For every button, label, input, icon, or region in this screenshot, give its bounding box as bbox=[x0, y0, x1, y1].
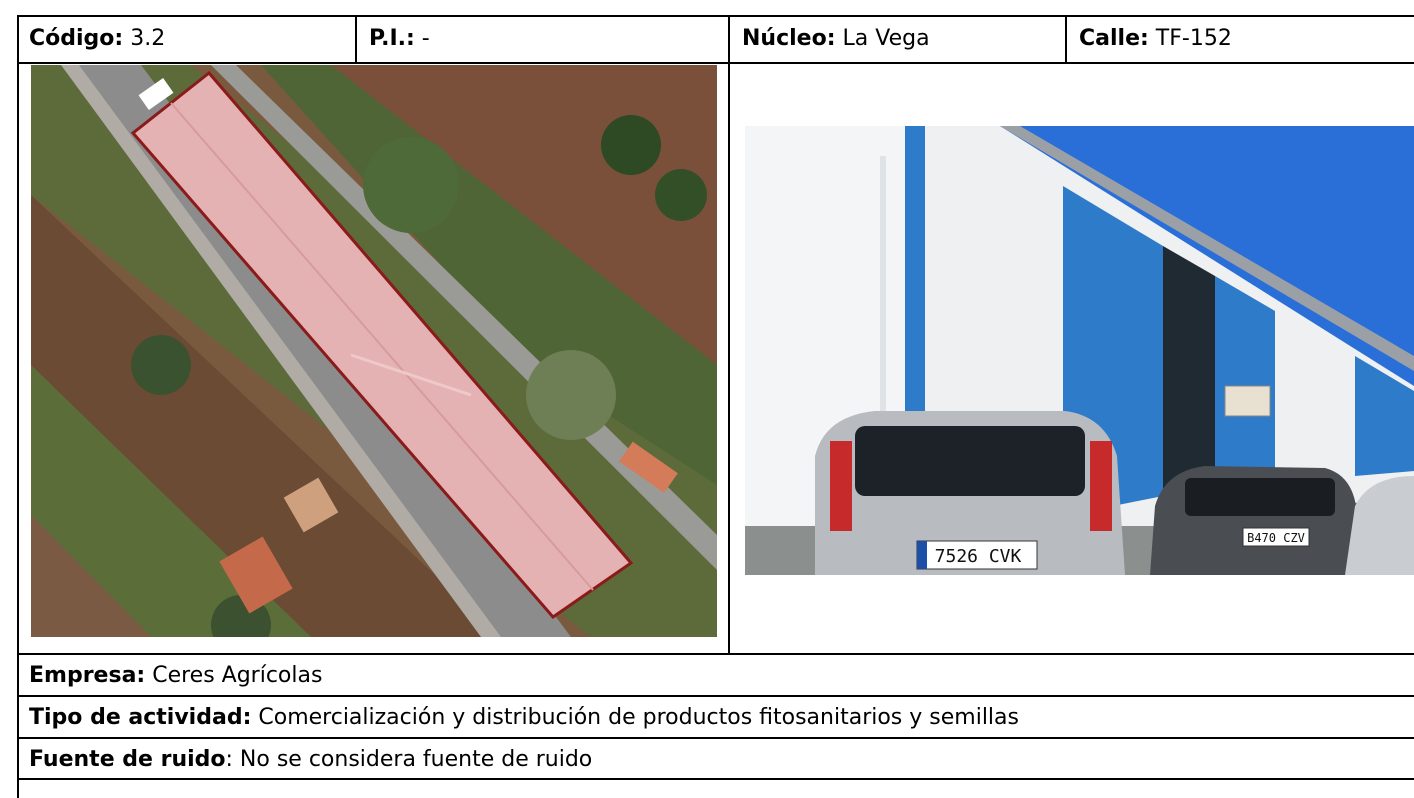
table-border-col3 bbox=[1065, 15, 1067, 62]
pi-label: P.I.: bbox=[369, 26, 415, 51]
table-border-empresa bbox=[17, 695, 1414, 697]
empresa-row: Empresa: Ceres Agrícolas bbox=[17, 661, 322, 691]
calle-label: Calle: bbox=[1079, 26, 1149, 51]
plate-front-car: 7526 CVK bbox=[935, 546, 1022, 567]
tipo-actividad-label: Tipo de actividad: bbox=[29, 705, 252, 730]
fuente-ruido-label: Fuente de ruido bbox=[29, 747, 226, 772]
nucleo-label: Núcleo: bbox=[742, 26, 836, 51]
nucleo-value: La Vega bbox=[842, 26, 930, 51]
table-border-tipo bbox=[17, 737, 1414, 739]
table-border-images bbox=[17, 653, 1414, 655]
street-photo: 7526 CVK B470 CZV bbox=[745, 126, 1414, 575]
codigo-cell: Código: 3.2 bbox=[17, 24, 165, 54]
tipo-actividad-value: Comercialización y distribución de produ… bbox=[258, 705, 1019, 730]
activity-record-table: Código: 3.2 P.I.: - Núcleo: La Vega Call… bbox=[17, 15, 1414, 798]
table-border-left bbox=[17, 15, 19, 798]
table-border-fuente bbox=[17, 778, 1414, 780]
plate-second-car: B470 CZV bbox=[1247, 531, 1305, 545]
empresa-label: Empresa: bbox=[29, 663, 146, 688]
tipo-actividad-row: Tipo de actividad: Comercialización y di… bbox=[17, 703, 1019, 733]
table-border-col2 bbox=[728, 15, 730, 653]
table-border-col1 bbox=[355, 15, 357, 62]
nucleo-cell: Núcleo: La Vega bbox=[730, 24, 930, 54]
fuente-ruido-value: : No se considera fuente de ruido bbox=[225, 747, 593, 772]
calle-cell: Calle: TF-152 bbox=[1067, 24, 1232, 54]
empresa-value: Ceres Agrícolas bbox=[152, 663, 323, 688]
table-border-header bbox=[17, 62, 1414, 64]
codigo-value: 3.2 bbox=[130, 26, 166, 51]
pi-value: - bbox=[421, 26, 430, 51]
fuente-ruido-row: Fuente de ruido: No se considera fuente … bbox=[17, 745, 592, 775]
aerial-photo bbox=[31, 65, 717, 637]
pi-cell: P.I.: - bbox=[357, 24, 430, 54]
table-border-top bbox=[17, 15, 1414, 17]
codigo-label: Código: bbox=[29, 26, 124, 51]
calle-value: TF-152 bbox=[1155, 26, 1232, 51]
